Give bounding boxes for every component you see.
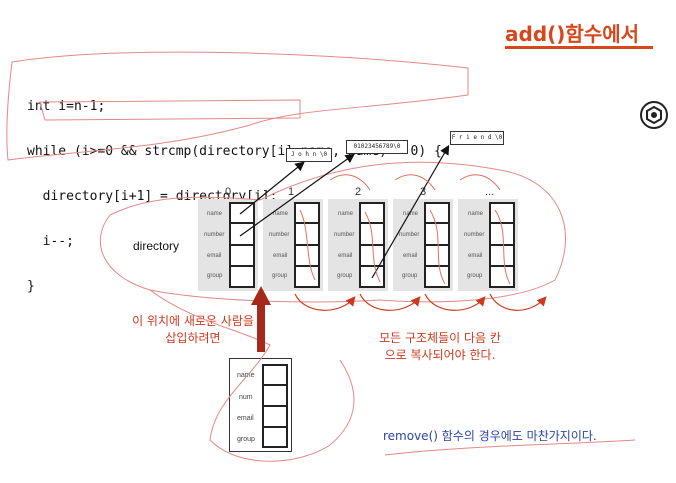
field-label-number: number — [399, 232, 420, 238]
insert-note: 이 위치에 새로운 사람을 삽입하려면 — [108, 313, 278, 347]
array-index-1: 1 — [288, 186, 295, 198]
remove-note: remove() 함수의 경우에도 마찬가지이다. — [383, 429, 597, 443]
array-index-more: ... — [485, 186, 495, 198]
field-label-name: name — [403, 211, 419, 217]
insert-note-line2: 삽입하려면 — [165, 331, 221, 345]
field-label-email: email — [468, 253, 483, 259]
code-line-1: int i=n-1; — [27, 99, 106, 114]
cell-dividers — [229, 222, 515, 428]
field-label-group: group — [402, 273, 418, 279]
string-box-phone: 01023456789\0 — [346, 140, 408, 154]
new-field-label-group: group — [237, 436, 255, 443]
array-index-0: 0 — [225, 186, 232, 198]
field-label-group: group — [467, 273, 483, 279]
field-label-number: number — [464, 232, 485, 238]
new-field-label-email: email — [237, 415, 254, 422]
directory-label: directory — [133, 239, 180, 253]
insert-note-line1: 이 위치에 새로운 사람을 — [132, 314, 254, 328]
field-label-email: email — [338, 253, 353, 259]
settings-icon[interactable] — [639, 100, 669, 130]
new-field-label-num: num — [239, 394, 253, 401]
string-box-friend: F r i e n d \0 — [450, 131, 504, 145]
copy-note-line2: 으로 복사되어야 한다. — [384, 348, 496, 362]
field-label-name: name — [338, 211, 354, 217]
copy-note-line1: 모든 구조체들이 다음 칸 — [379, 331, 501, 345]
field-label-email: email — [207, 253, 222, 259]
array-scribble — [100, 161, 567, 303]
field-label-name: name — [273, 211, 289, 217]
field-label-number: number — [334, 232, 355, 238]
new-field-label-name: name — [237, 372, 255, 379]
title-underline — [505, 46, 653, 49]
field-label-name: name — [207, 211, 223, 217]
copy-note: 모든 구조체들이 다음 칸 으로 복사되어야 한다. — [360, 330, 520, 364]
field-label-group: group — [337, 273, 353, 279]
code-line-4: i--; — [27, 234, 74, 249]
field-label-email: email — [273, 253, 288, 259]
field-label-name: name — [468, 211, 484, 217]
field-label-number: number — [204, 232, 225, 238]
code-line-5: } — [27, 279, 35, 294]
field-label-number: number — [269, 232, 290, 238]
slide-title: add()함수에서 — [505, 22, 640, 46]
field-label-group: group — [272, 273, 288, 279]
field-label-email: email — [403, 253, 418, 259]
array-index-3: 3 — [420, 186, 427, 198]
field-label-group: group — [207, 273, 223, 279]
string-box-john: J o h n \0 — [286, 148, 332, 162]
array-index-2: 2 — [355, 186, 362, 198]
code-scribble — [6, 51, 469, 161]
